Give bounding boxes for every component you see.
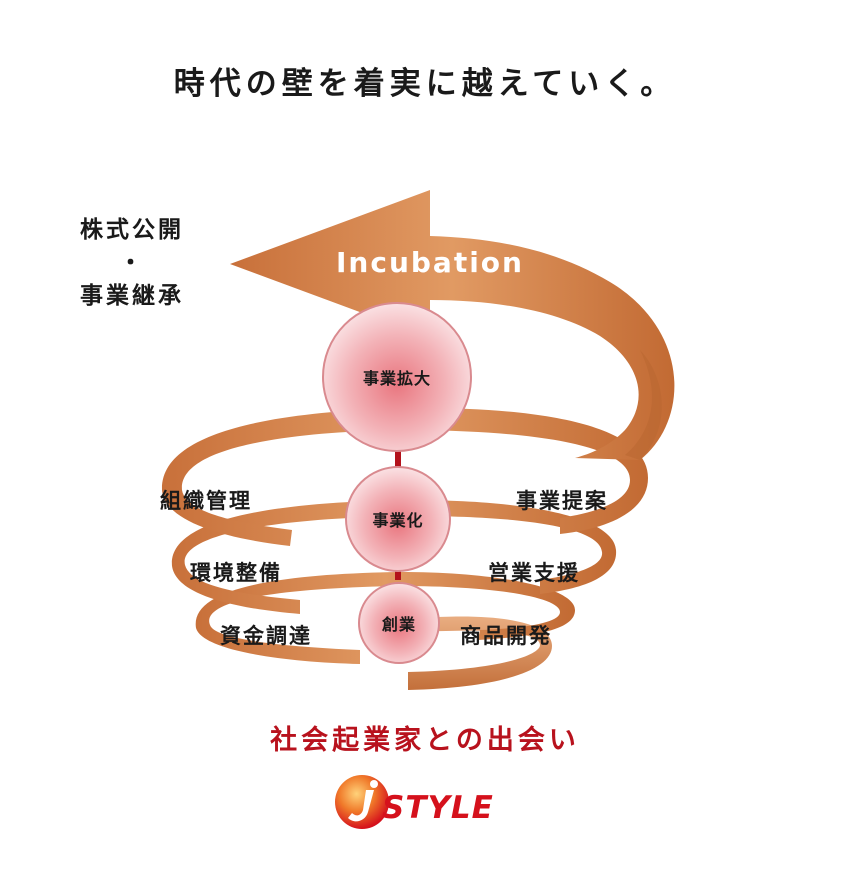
stage-commercialization: 事業化 [345, 466, 451, 572]
goal-line1: 株式公開 [80, 217, 184, 243]
stage-expansion-label: 事業拡大 [362, 369, 431, 388]
stage-founding-label: 創業 [381, 615, 416, 634]
logo-text: STYLE [382, 790, 494, 826]
goal-line2: 事業継承 [80, 283, 184, 309]
goal-separator: ・ [119, 250, 145, 276]
label-environment: 環境整備 [190, 561, 282, 585]
label-sales-support: 営業支援 [488, 561, 580, 585]
stage-founding: 創業 [358, 582, 440, 664]
page-title: 時代の壁を着実に越えていく。 [173, 66, 677, 102]
stage-expansion: 事業拡大 [322, 302, 472, 452]
stage-commercialization-label: 事業化 [372, 511, 424, 530]
bottom-message: 社会起業家との出会い [270, 725, 580, 756]
label-funding: 資金調達 [220, 624, 312, 648]
goal-label: 株式公開 ・ 事業継承 [62, 214, 202, 313]
jstyle-logo-mark [335, 775, 389, 829]
label-proposal: 事業提案 [516, 489, 608, 513]
incubation-arrow [230, 190, 675, 460]
arrow-label: Incubation [336, 246, 524, 279]
label-product-dev: 商品開発 [460, 624, 552, 648]
label-organization: 組織管理 [160, 489, 252, 513]
spiral-coil-bottom [195, 572, 575, 690]
